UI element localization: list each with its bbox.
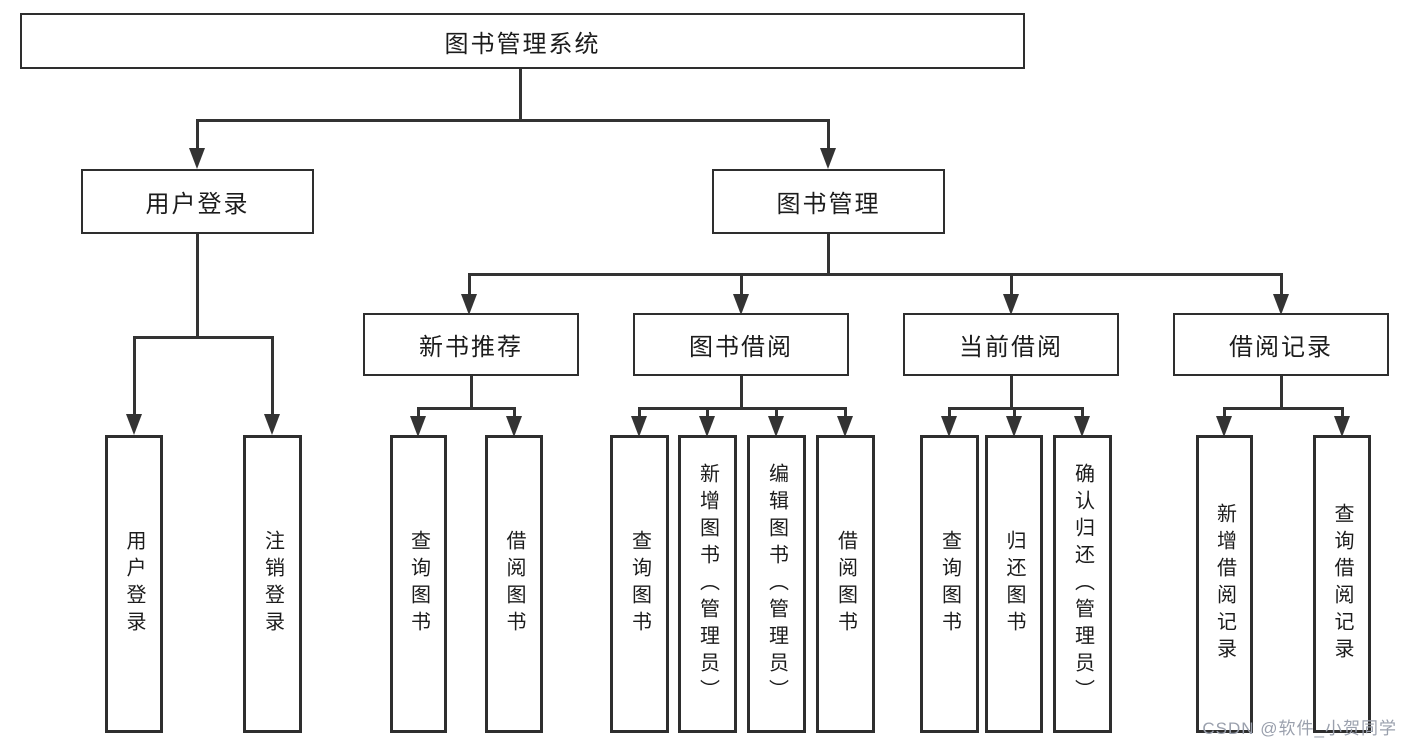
arrow-down-icon: [410, 416, 426, 437]
node-label: 编辑图书（管理员）: [765, 462, 788, 706]
diagram-node-current-borrow: 当前借阅: [903, 313, 1119, 376]
connector-line: [416, 407, 420, 418]
arrow-down-icon: [1006, 416, 1022, 437]
arrow-down-icon: [733, 294, 749, 315]
connector-line: [1009, 376, 1013, 410]
arrow-down-icon: [1334, 416, 1350, 437]
connector-line: [947, 407, 951, 418]
connector-line: [469, 376, 473, 410]
node-label: 图书管理系统: [444, 30, 601, 58]
connector-line: [826, 234, 830, 276]
arrow-down-icon: [1216, 416, 1232, 437]
diagram-node-book-mgmt: 图书管理: [712, 169, 945, 234]
csdn-watermark: CSDN @软件_小贺同学: [1202, 719, 1397, 738]
connector-line: [705, 407, 709, 418]
connector-line: [132, 336, 274, 339]
node-label: 查询图书: [938, 530, 961, 638]
node-label: 新书推荐: [419, 334, 523, 361]
node-label: 借阅记录: [1229, 334, 1333, 361]
connector-line: [195, 119, 199, 150]
connector-line: [467, 273, 1283, 276]
connector-line: [467, 273, 471, 296]
node-label: 借阅图书: [503, 530, 525, 638]
arrow-down-icon: [1003, 294, 1019, 315]
node-label: 图书借阅: [689, 334, 793, 361]
node-label: 当前借阅: [959, 334, 1063, 361]
node-label: 查询借阅记录: [1331, 503, 1353, 665]
connector-line: [1279, 376, 1283, 410]
diagram-node-leaf-query-borrow-record: 查询借阅记录: [1313, 435, 1371, 733]
diagram-node-leaf-query-books-3: 查询图书: [920, 435, 979, 733]
connector-line: [1009, 273, 1013, 296]
node-label: 查询图书: [628, 530, 651, 638]
connector-line: [416, 407, 516, 410]
diagram-node-new-book-rec: 新书推荐: [363, 313, 579, 376]
connector-line: [774, 407, 778, 418]
connector-line: [947, 407, 1084, 410]
connector-line: [132, 336, 136, 416]
connector-line: [1012, 407, 1016, 418]
connector-line: [1340, 407, 1344, 418]
diagram-node-leaf-user-login: 用户登录: [105, 435, 163, 733]
connector-line: [1080, 407, 1084, 418]
arrow-down-icon: [941, 416, 957, 437]
node-label: 注销登录: [261, 530, 284, 638]
connector-line: [1279, 273, 1283, 296]
arrow-down-icon: [837, 416, 853, 437]
connector-line: [270, 336, 274, 416]
arrow-down-icon: [768, 416, 784, 437]
connector-line: [739, 273, 743, 296]
connector-line: [195, 234, 199, 339]
arrow-down-icon: [1074, 416, 1090, 437]
connector-line: [637, 407, 641, 418]
diagram-node-leaf-add-books: 新增图书（管理员）: [678, 435, 737, 733]
connector-line: [1222, 407, 1344, 410]
node-label: 用户登录: [123, 530, 145, 638]
connector-line: [637, 407, 847, 410]
node-label: 新增借阅记录: [1213, 503, 1236, 665]
node-label: 确认归还（管理员）: [1071, 462, 1094, 706]
diagram-node-leaf-logout: 注销登录: [243, 435, 302, 733]
diagram-node-leaf-query-books-2: 查询图书: [610, 435, 669, 733]
arrow-down-icon: [506, 416, 522, 437]
node-label: 新增图书（管理员）: [696, 462, 719, 706]
node-label: 查询图书: [407, 530, 430, 638]
connector-line: [518, 69, 522, 122]
arrow-down-icon: [126, 414, 142, 435]
arrow-down-icon: [820, 148, 836, 169]
arrow-down-icon: [699, 416, 715, 437]
arrow-down-icon: [189, 148, 205, 169]
connector-line: [826, 119, 830, 150]
connector-line: [195, 119, 830, 122]
diagram-node-leaf-borrow-books-1: 借阅图书: [485, 435, 543, 733]
diagram-node-book-borrow: 图书借阅: [633, 313, 849, 376]
node-label: 图书管理: [776, 191, 881, 218]
diagram-node-user-login: 用户登录: [81, 169, 314, 234]
diagram-node-leaf-edit-books: 编辑图书（管理员）: [747, 435, 806, 733]
arrow-down-icon: [1273, 294, 1289, 315]
diagram-node-leaf-query-books-1: 查询图书: [390, 435, 447, 733]
arrow-down-icon: [264, 414, 280, 435]
node-label: 用户登录: [145, 191, 250, 218]
node-label: 借阅图书: [834, 530, 857, 638]
diagram-node-root: 图书管理系统: [20, 13, 1025, 69]
connector-line: [512, 407, 516, 418]
connector-line: [739, 376, 743, 410]
diagram-node-leaf-confirm-return: 确认归还（管理员）: [1053, 435, 1112, 733]
connector-line: [1222, 407, 1226, 418]
diagram-node-leaf-add-borrow-record: 新增借阅记录: [1196, 435, 1253, 733]
connector-line: [843, 407, 847, 418]
arrow-down-icon: [631, 416, 647, 437]
node-label: 归还图书: [1003, 530, 1025, 638]
diagram-node-leaf-borrow-books-2: 借阅图书: [816, 435, 875, 733]
diagram-node-leaf-return-books: 归还图书: [985, 435, 1043, 733]
diagram-node-borrow-records: 借阅记录: [1173, 313, 1389, 376]
arrow-down-icon: [461, 294, 477, 315]
